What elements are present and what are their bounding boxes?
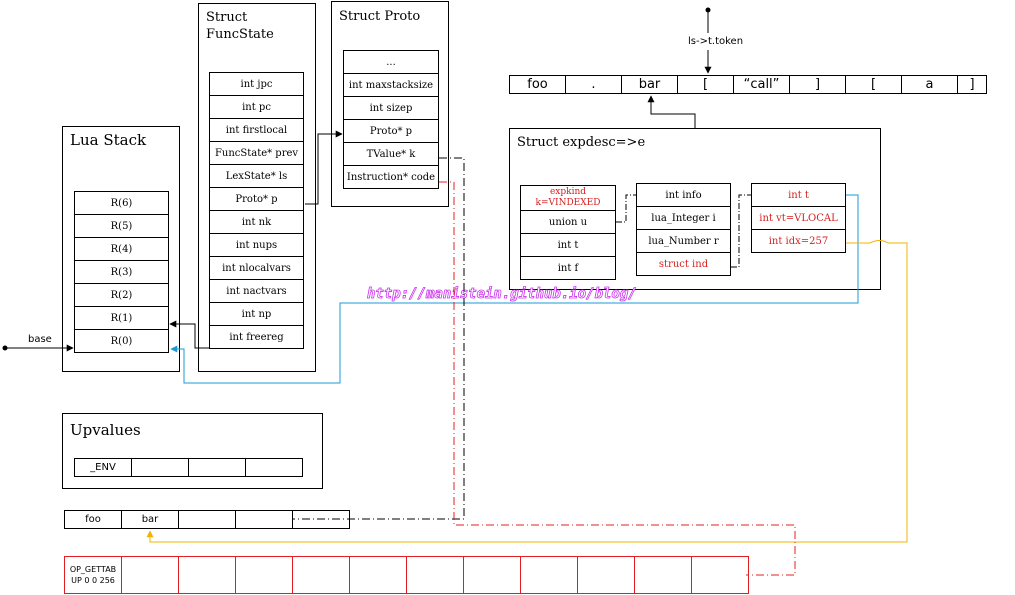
- funcstate-title: Struct FuncState: [206, 10, 274, 42]
- union-field-cell: lua_Integer i: [636, 206, 731, 230]
- instruction-slot-cell: [235, 556, 293, 594]
- funcstate-field-cell: LexState* ls: [209, 164, 304, 188]
- constant-cell: bar: [121, 510, 179, 529]
- token-cell: “call”: [733, 75, 790, 94]
- funcstate-field-cell: int pc: [209, 95, 304, 119]
- ind-field-cell: int vt=VLOCAL: [751, 206, 846, 230]
- instruction-opcode: OP_GETTAB: [69, 565, 117, 574]
- base-label: base: [28, 334, 52, 345]
- token-cell: bar: [621, 75, 678, 94]
- union-field-cell: lua_Number r: [636, 229, 731, 253]
- proto-field-cell: Instruction* code: [343, 165, 439, 189]
- proto-field-cell: int maxstacksize: [343, 73, 439, 97]
- upvalue-cell: [131, 458, 189, 477]
- lua-stack-title: Lua Stack: [70, 131, 147, 149]
- funcstate-field-cell: int nlocalvars: [209, 256, 304, 280]
- token-stream: foo.bar[“call”][a]: [509, 75, 987, 94]
- token-cell: [: [845, 75, 902, 94]
- token-cell: a: [901, 75, 958, 94]
- token-cell: [: [677, 75, 734, 94]
- proto-field-cell: Proto* p: [343, 119, 439, 143]
- stack-register-cell: R(4): [74, 237, 169, 261]
- constant-cell: [292, 510, 350, 529]
- expdesc-to-token-arrow: [647, 95, 696, 128]
- instruction-slot-cell: [178, 556, 236, 594]
- stack-register-cell: R(2): [74, 283, 169, 307]
- funcstate-field-cell: int nups: [209, 233, 304, 257]
- expdesc-field-cell: int f: [520, 256, 616, 280]
- instruction-slot-cell: [349, 556, 407, 594]
- upvalue-cell: _ENV: [74, 458, 132, 477]
- instruction-slot-cell: [577, 556, 635, 594]
- instruction-slot-cell: [634, 556, 692, 594]
- stack-register-cell: R(3): [74, 260, 169, 284]
- upvalues-title: Upvalues: [70, 421, 141, 439]
- code-cells: OP_GETTAB UP 0 0 256: [64, 556, 749, 594]
- union-field-cell: int info: [636, 183, 731, 207]
- token-cell: ]: [957, 75, 987, 94]
- upvalues-panel: Upvalues: [62, 413, 323, 489]
- stack-register-cell: R(0): [74, 329, 169, 353]
- token-pointer-label: ls->t.token: [688, 36, 744, 47]
- stack-register-cell: R(5): [74, 214, 169, 238]
- expkind-label: expkind: [549, 187, 587, 197]
- instruction-slot-cell: [520, 556, 578, 594]
- watermark-text: http://manistein.github.io/blog/: [367, 286, 638, 303]
- funcstate-field-cell: Proto* p: [209, 187, 304, 211]
- instruction-cell: OP_GETTAB UP 0 0 256: [64, 556, 122, 594]
- lua-stack-registers: R(6)R(5)R(4)R(3)R(2)R(1)R(0): [74, 191, 169, 353]
- proto-title: Struct Proto: [339, 9, 421, 24]
- instruction-operands: UP 0 0 256: [71, 576, 115, 585]
- instruction-slot-cell: [292, 556, 350, 594]
- constant-cell: foo: [64, 510, 122, 529]
- instruction-slot-cell: [406, 556, 464, 594]
- funcstate-field-cell: int freereg: [209, 325, 304, 349]
- constant-cell: [235, 510, 293, 529]
- upvalues-cells: _ENV: [74, 458, 303, 477]
- instruction-slot-cell: [121, 556, 179, 594]
- upvalue-cell: [245, 458, 303, 477]
- funcstate-field-cell: int jpc: [209, 72, 304, 96]
- funcstate-field-cell: int nk: [209, 210, 304, 234]
- proto-field-cell: ...: [343, 50, 439, 74]
- token-cell: .: [565, 75, 622, 94]
- ind-field-cell: int t: [751, 183, 846, 207]
- proto-field-cell: TValue* k: [343, 142, 439, 166]
- union-field-cell: struct ind: [636, 252, 731, 276]
- expdesc-field-cell: int t: [520, 233, 616, 257]
- constant-cell: [178, 510, 236, 529]
- proto-field-cell: int sizep: [343, 96, 439, 120]
- funcstate-field-cell: int firstlocal: [209, 118, 304, 142]
- token-cell: foo: [509, 75, 566, 94]
- ind-field-cell: int idx=257: [751, 229, 846, 253]
- stack-register-cell: R(6): [74, 191, 169, 215]
- token-cell: ]: [789, 75, 846, 94]
- upvalue-cell: [188, 458, 246, 477]
- stack-register-cell: R(1): [74, 306, 169, 330]
- expdesc-field-cell: union u: [520, 210, 616, 234]
- expdesc-title: Struct expdesc=>e: [517, 135, 646, 150]
- expkind-value: k=VINDEXED: [535, 198, 601, 208]
- instruction-slot-cell: [691, 556, 749, 594]
- funcstate-field-cell: FuncState* prev: [209, 141, 304, 165]
- funcstate-field-cell: int np: [209, 302, 304, 326]
- funcstate-field-cell: int nactvars: [209, 279, 304, 303]
- instruction-slot-cell: [463, 556, 521, 594]
